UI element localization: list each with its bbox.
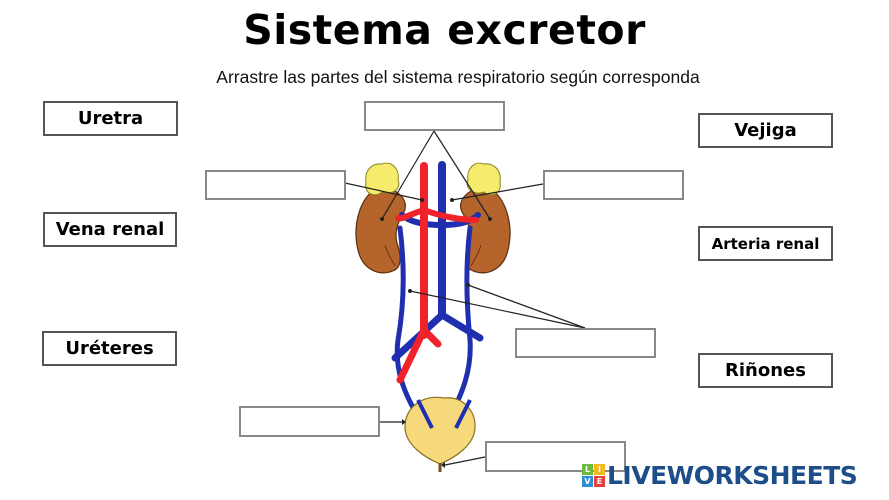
- drop-zone-left-vessel[interactable]: [205, 170, 346, 200]
- label-uretra[interactable]: Uretra: [43, 101, 178, 136]
- drop-zone-ureters[interactable]: [515, 328, 656, 358]
- label-vejiga[interactable]: Vejiga: [698, 113, 833, 148]
- liveworksheets-logo: L I V E LIVEWORKSHEETS: [582, 461, 858, 490]
- drop-zone-bladder[interactable]: [239, 406, 380, 437]
- veins: [391, 161, 484, 423]
- label-arteria-renal[interactable]: Arteria renal: [698, 226, 833, 261]
- left-adrenal-gland: [365, 162, 400, 196]
- label-vena-renal[interactable]: Vena renal: [43, 212, 177, 247]
- live-logo-icon: L I V E: [582, 464, 605, 487]
- drop-zone-kidneys[interactable]: [364, 101, 505, 131]
- label-ureteres[interactable]: Uréteres: [42, 331, 177, 366]
- pointer-dots: [380, 198, 492, 468]
- right-adrenal-gland: [466, 162, 501, 196]
- left-kidney: [355, 187, 406, 274]
- brand-name: LIVEWORKSHEETS: [607, 461, 858, 490]
- instructions: Arrastre las partes del sistema respirat…: [216, 67, 700, 87]
- drop-zone-right-vessel[interactable]: [543, 170, 684, 200]
- pointer-lines: [344, 130, 586, 466]
- arteries: [395, 162, 479, 384]
- label-rinones[interactable]: Riñones: [698, 353, 833, 388]
- page-title: Sistema excretor: [243, 6, 646, 54]
